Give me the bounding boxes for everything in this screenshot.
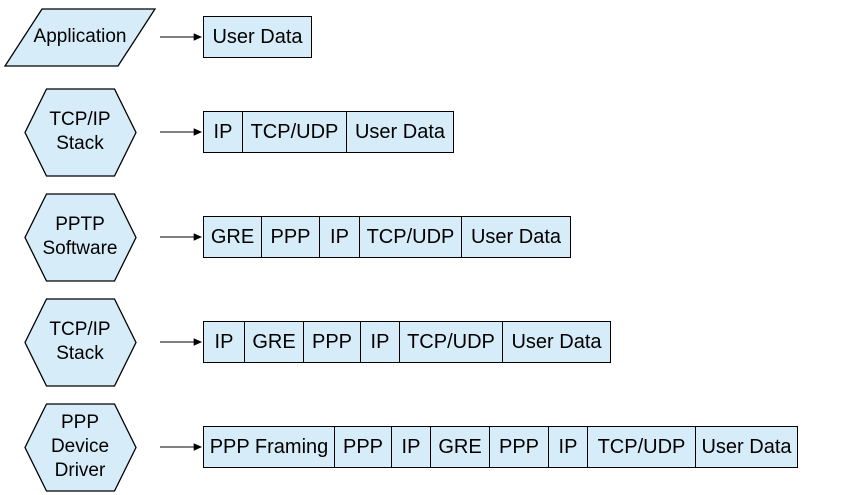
stage-shape: PPTP Software [23,192,137,282]
stage-shape-cell: TCP/IP Stack [0,87,160,177]
packet-segment: User Data [695,426,798,468]
packet-segments: User Data [203,16,312,58]
packet-segment: TCP/UDP [399,321,503,363]
packet-segment: PPP [489,426,549,468]
stage-label-line: TCP/IP [49,109,111,130]
stage-label-line: Device [50,436,110,457]
stage-shape-cell: TCP/IP Stack [0,297,160,387]
packet-segment: GRE [244,321,304,363]
stage-label-line: Application [33,26,127,47]
packet-segment: User Data [203,16,312,58]
packet-segment: TCP/UDP [359,216,462,258]
packet-segment: IP [319,216,360,258]
packet-segment: PPP [334,426,392,468]
stage-label: TCP/IP Stack [24,298,137,387]
packet-segment: IP [391,426,431,468]
packet-segment: PPP [303,321,361,363]
packet-segment: TCP/UDP [587,426,696,468]
stage-label-line: TCP/IP [49,319,111,340]
packet-segment: User Data [461,216,571,258]
encapsulation-row: Application User Data [0,0,844,90]
arrow-right-icon [160,126,203,138]
stage-label-line: Software [42,238,118,259]
packet-segment: GRE [203,216,262,258]
packet-segment: IP [203,111,243,153]
stage-shape: TCP/IP Stack [23,297,137,387]
packet-segment: IP [548,426,588,468]
hexagon-shape [23,87,137,177]
arrow-right-icon [160,336,203,348]
packet-segment: User Data [502,321,611,363]
packet-segment: IP [203,321,245,363]
packet-segment: GRE [430,426,490,468]
packet-segment: User Data [346,111,454,153]
stage-shape: Application [4,7,156,67]
packet-segment: PPP [261,216,320,258]
stage-label-line: PPP [60,412,100,433]
stage-shape: TCP/IP Stack [23,87,137,177]
hexagon-shape [23,192,137,282]
stage-label-line: Stack [56,133,104,154]
packet-segment: TCP/UDP [242,111,347,153]
stage-label-line: Stack [56,343,104,364]
stage-shape-cell: PPTP Software [0,192,160,282]
stage-label: PPTP Software [24,193,137,282]
parallelogram-shape [4,7,156,67]
stage-label: TCP/IP Stack [24,88,137,177]
packet-segment: IP [360,321,400,363]
arrow-right-icon [160,441,203,453]
hexagon-shape [23,402,137,492]
arrow-right-icon [160,231,203,243]
stage-label: Application [4,8,156,67]
packet-segment: PPP Framing [203,426,335,468]
hexagon-shape [23,297,137,387]
stage-shape-cell: Application [0,7,160,67]
arrow-right-icon [160,31,203,43]
stage-label-line: Driver [54,460,106,481]
stage-label-line: PPTP [55,214,105,235]
